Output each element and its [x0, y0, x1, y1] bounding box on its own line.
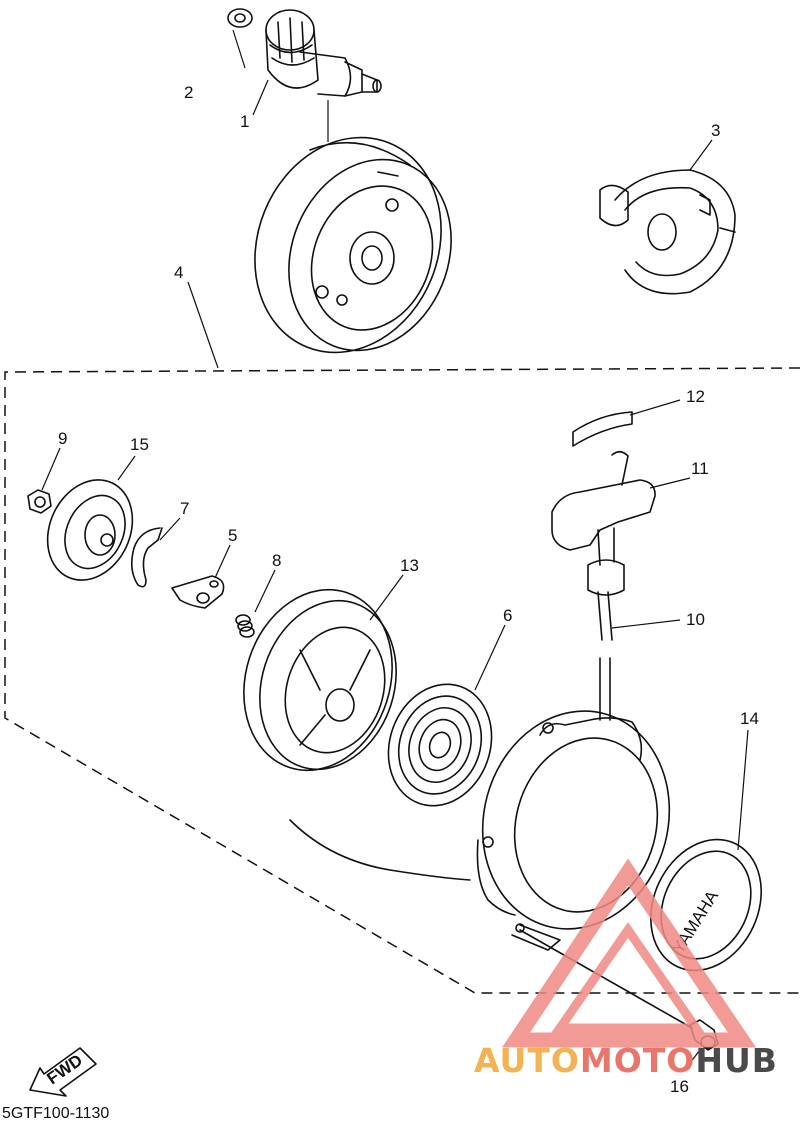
part-15-plate	[46, 479, 134, 581]
part-13-sheave-drum	[243, 588, 397, 772]
drawing-code: 5GTF100-1130	[2, 1105, 109, 1122]
callout-2: 2	[184, 83, 193, 102]
watermark	[501, 858, 757, 1048]
part-10-rope	[289, 591, 613, 881]
callout-9: 9	[58, 429, 67, 448]
part-4-flywheel	[254, 136, 452, 354]
callout-10: 10	[686, 610, 705, 629]
callout-13: 13	[400, 556, 419, 575]
callout-11: 11	[691, 459, 709, 478]
callout-15: 15	[130, 435, 149, 454]
callout-6: 6	[503, 606, 512, 625]
part-6-recoil-spring	[387, 683, 493, 807]
part-5-ratchet	[171, 575, 225, 609]
callout-14: 14	[740, 709, 759, 728]
watermark-hub: HUB	[695, 1041, 778, 1080]
starter-case	[476, 710, 671, 951]
callout-1: 1	[240, 112, 249, 131]
callout-7: 7	[180, 499, 189, 518]
watermark-triangle-inner	[551, 922, 705, 1033]
part-7-spring-clip	[130, 527, 163, 588]
callout-5: 5	[228, 526, 237, 545]
part-3-pulley	[599, 169, 736, 295]
callout-8: 8	[272, 551, 281, 570]
callout-labels: 1 2 3 4 5 6 7 8 9 10 11 12 13 14 15 16	[58, 83, 759, 1096]
leader-lines	[41, 29, 749, 1069]
part-11-handle	[551, 450, 656, 596]
watermark-text: AUTOMOTOHUB	[474, 1041, 778, 1080]
callout-3: 3	[711, 121, 720, 140]
callout-12: 12	[686, 387, 705, 406]
part-8-spring	[235, 614, 255, 638]
part-9-nut	[27, 489, 52, 514]
part-12-grip-cap	[572, 411, 633, 447]
watermark-auto: AUTO	[474, 1041, 580, 1080]
part-2-washer	[227, 8, 253, 28]
fwd-arrow: FWD	[29, 1047, 97, 1097]
watermark-triangle	[501, 858, 757, 1048]
part-1-pinion	[265, 9, 382, 97]
assembly-boundary	[4, 367, 800, 994]
callout-4: 4	[174, 263, 183, 282]
callout-16: 16	[670, 1077, 689, 1096]
watermark-moto: MOTO	[580, 1041, 695, 1080]
